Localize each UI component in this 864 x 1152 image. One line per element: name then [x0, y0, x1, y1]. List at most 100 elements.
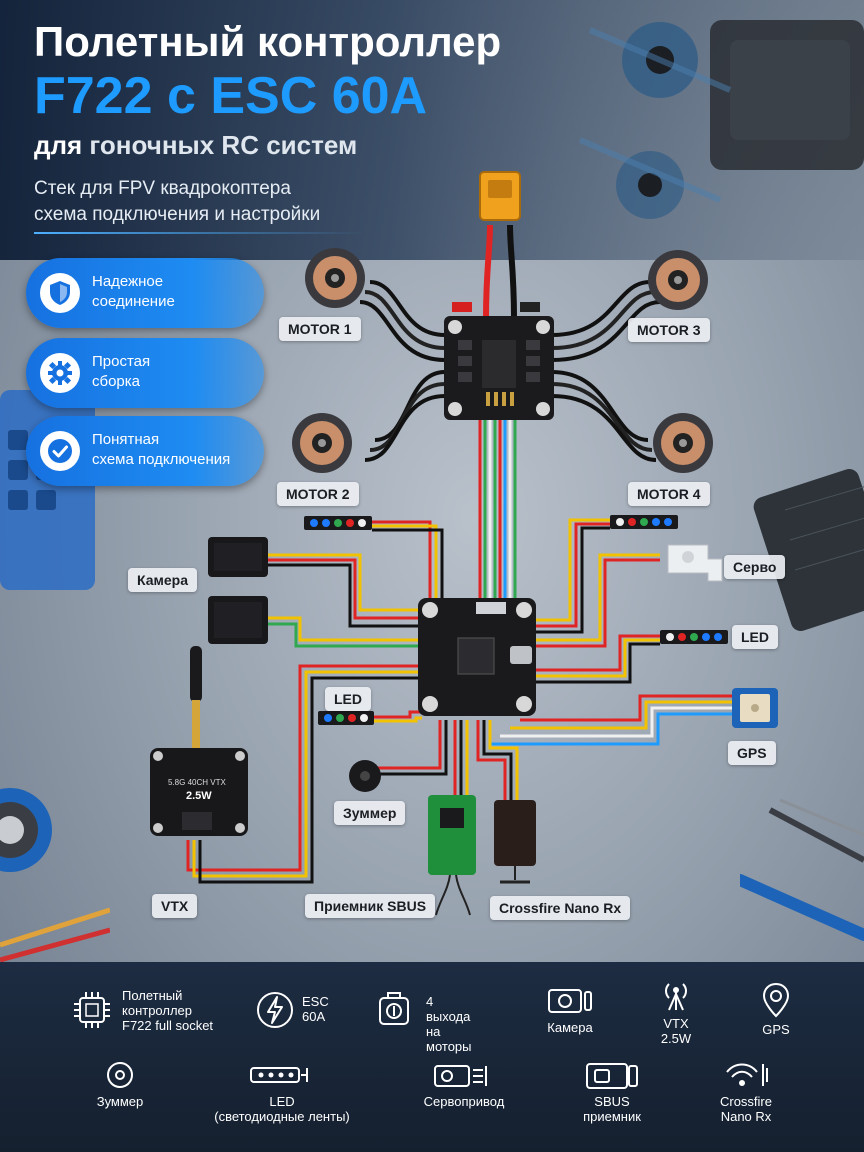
battery-wires [483, 224, 517, 319]
legend-text: приемник [583, 1109, 641, 1124]
sbus-receiver [428, 795, 476, 916]
label-led-right: LED [732, 625, 778, 649]
legend-text: Сервопривод [423, 1094, 505, 1109]
label-buzzer: Зуммер [334, 801, 406, 825]
led-strip-top-right [610, 515, 678, 529]
subtitle-line-1: Стек для FPV квадрокоптера [34, 178, 291, 199]
led-strip-icon [250, 1067, 308, 1083]
title-line-3-prefix: для [34, 130, 90, 160]
legend-text: Полетный [122, 988, 183, 1003]
legend-text: 2.5W [660, 1031, 692, 1046]
feature-line-2: схема подключения [92, 451, 231, 468]
vtx-module-text-1: 5.8G 40CH VTX [168, 778, 226, 787]
drone-photo-decor [578, 20, 864, 219]
legend-item-sbus: SBUS приемник [572, 1060, 652, 1124]
label-motor-3: MOTOR 3 [628, 318, 710, 342]
legend-item-led: LED (светодиодные ленты) [204, 1060, 360, 1124]
peripheral-wires [186, 518, 732, 884]
legend-text: VTX [663, 1016, 689, 1031]
legend-text: контроллер [122, 1003, 193, 1018]
vtx-module-text-2: 2.5W [186, 790, 212, 802]
title-line-3-rest: гоночных RC систем [89, 130, 358, 160]
legend-item-servo: Сервопривод [410, 1060, 518, 1109]
title-line-2: F722 с ESC 60A [34, 67, 428, 125]
title-line-1: Полетный контроллер [34, 18, 502, 65]
legend-bar: Полетный контроллер F722 full socket ESC… [0, 962, 864, 1152]
wiring-diagram [150, 171, 778, 916]
gps-pin-icon [762, 982, 790, 1018]
subtitle-underline [34, 232, 364, 234]
motor-wires [359, 280, 661, 462]
label-led-left: LED [325, 687, 371, 711]
motor-4 [653, 413, 713, 473]
legend-text: ESC [302, 994, 329, 1009]
legend-text: Crossfire [719, 1094, 772, 1109]
label-crossfire: Crossfire Nano Rx [490, 896, 631, 920]
xt60-connector [479, 171, 521, 221]
sbus-receiver-icon [586, 1063, 638, 1089]
check-circle-icon [40, 431, 80, 471]
label-motor-2: MOTOR 2 [277, 482, 359, 506]
lightning-icon [257, 992, 293, 1028]
gear-icon [40, 353, 80, 393]
crossfire-icon [726, 1063, 768, 1086]
motor-3 [648, 250, 708, 310]
legend-text: (светодиодные ленты) [214, 1109, 350, 1124]
crossfire-receiver [494, 800, 536, 884]
shield-icon [40, 273, 80, 313]
label-motor-1: MOTOR 1 [279, 317, 361, 341]
label-servo: Серво [724, 555, 786, 579]
capacitor-minus-mark [520, 302, 540, 312]
camera-module-1 [208, 537, 268, 577]
feature-line-1: Надежное [92, 273, 164, 290]
legend-item-buzzer: Зуммер [82, 1060, 158, 1109]
label-camera: Камера [128, 568, 197, 592]
legend-text: Nano Rx [720, 1109, 772, 1124]
led-strip-right [660, 630, 728, 644]
label-sbus-receiver: Приемник SBUS [305, 894, 436, 918]
legend-item-gps: GPS [746, 982, 806, 1037]
led-strip-top-left [304, 516, 372, 530]
esc-fc-ribbon [478, 420, 517, 600]
label-vtx: VTX [152, 894, 198, 918]
capacitor-plus-mark [452, 302, 472, 312]
legend-text: 4 выхода [426, 994, 471, 1024]
legend-text: LED [269, 1094, 295, 1109]
legend-text: Камера [547, 1020, 593, 1035]
legend-text: F722 full socket [122, 1018, 214, 1033]
title-line-3: для гоночных RC систем [34, 130, 357, 161]
buzzer [349, 760, 381, 792]
legend-item-camera: Камера [540, 984, 600, 1035]
legend-text: SBUS [594, 1094, 630, 1109]
servo-module [667, 544, 723, 582]
motor-2 [292, 413, 352, 473]
feature-reliable-connection: Надежное соединение [26, 258, 264, 328]
motor-icon [379, 992, 409, 1025]
legend-item-vtx: VTX 2.5W [646, 980, 706, 1046]
servo-icon [434, 1065, 487, 1087]
mat-and-tweezers-decor [740, 469, 864, 941]
buzzer-icon [107, 1062, 133, 1088]
subtitle-line-2: схема подключения и настройки [34, 204, 321, 225]
flight-controller [418, 598, 536, 716]
legend-text: Зуммер [96, 1094, 144, 1109]
chip-icon [74, 992, 110, 1028]
legend-item-crossfire: Crossfire Nano Rx [708, 1058, 784, 1124]
antenna-icon [665, 983, 687, 1011]
vtx-module [150, 646, 248, 836]
label-gps: GPS [728, 741, 776, 765]
camera-icon [548, 989, 592, 1013]
camera-module-2 [208, 596, 268, 644]
esc-board [444, 316, 554, 420]
feature-clear-scheme: Понятная схема подключения [26, 416, 264, 486]
feature-line-1: Простая [92, 353, 151, 370]
legend-text: 60A [302, 1009, 326, 1024]
motor-1 [305, 248, 365, 308]
subtitle: Стек для FPV квадрокоптера схема подключ… [34, 176, 394, 228]
feature-line-2: соединение [92, 293, 175, 310]
led-strip-bottom-left [318, 711, 374, 725]
feature-line-1: Понятная [92, 431, 160, 448]
legend-text: GPS [762, 1022, 790, 1037]
legend-text: на моторы [426, 1024, 472, 1054]
